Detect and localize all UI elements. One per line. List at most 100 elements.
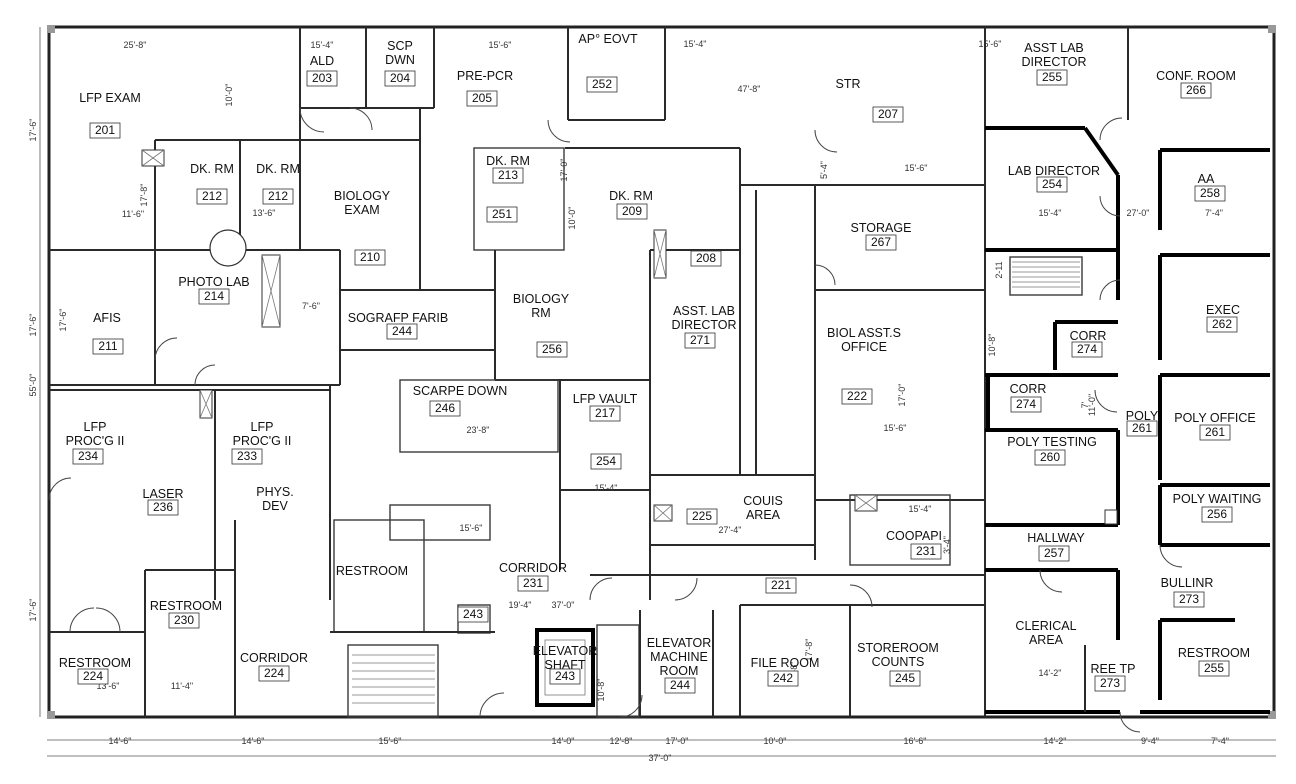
room-name: BIOLOGY [513, 292, 570, 306]
room-number-box [765, 577, 797, 594]
room-number-box [1071, 341, 1103, 358]
room-name: EXEC [1206, 303, 1240, 317]
room-number: 217 [595, 406, 615, 420]
room-name: LFP EXAM [79, 91, 141, 105]
dimension-label: 15'-6" [379, 736, 402, 746]
room-name: OFFICE [841, 340, 887, 354]
room-number-box [616, 203, 648, 220]
room-number: 230 [174, 613, 194, 627]
room-number-box [196, 188, 228, 205]
room-name: HALLWAY [1027, 531, 1085, 545]
room-name: PROC'G II [66, 434, 125, 448]
room-number-box [466, 90, 498, 107]
dimension-label: 15'-4" [311, 40, 334, 50]
dimension-label: 15'-6" [489, 40, 512, 50]
overall-dimension: 37'-0" [649, 753, 672, 763]
right-wing-walls [984, 27, 1270, 717]
room-name: ELEVATOR [647, 636, 712, 650]
room-name: BULLINR [1161, 576, 1214, 590]
room-number-box [872, 106, 904, 123]
corner-marks [47, 25, 1276, 719]
room-name: COUNTS [872, 655, 925, 669]
dimension-label: 15'-4" [909, 504, 932, 514]
room-name: CORRIDOR [240, 651, 308, 665]
room-number: 258 [1200, 186, 1220, 200]
room-name: LFP [84, 420, 107, 434]
dimension-label: 2-11 [994, 261, 1004, 278]
room-208: 208 [690, 250, 722, 267]
room-name: RESTROOM [1178, 646, 1250, 660]
dimension-label: 13'-6" [97, 681, 120, 691]
dimension-label: 19'-4" [509, 600, 532, 610]
dimension-label: 3'-4" [942, 536, 952, 554]
dimension-label: 17'-8" [139, 184, 149, 207]
room-name: BIOLOGY [334, 189, 391, 203]
room-number-box [354, 249, 386, 266]
room-name: CORRIDOR [499, 561, 567, 575]
room-number: 231 [916, 544, 936, 558]
room-name: POLY WAITING [1173, 492, 1262, 506]
dimension-label: 17'-0" [897, 384, 907, 407]
room-number: 233 [237, 449, 257, 463]
dimension-label: 11'-4" [171, 681, 193, 691]
dimension-label: 13'-6" [253, 208, 276, 218]
room-name: DK. RM [256, 162, 300, 176]
room-243: 243 [457, 606, 489, 623]
dimension-label: 15'-4" [595, 483, 618, 493]
room-number-box [77, 668, 109, 685]
room-number-box [536, 341, 568, 358]
room-name: RESTROOM [336, 564, 408, 578]
dimension-label: 47'-8" [738, 84, 761, 94]
room-number: 204 [390, 71, 410, 85]
room-number-box [384, 70, 416, 87]
room-number-box [1201, 506, 1233, 523]
room-number: 262 [1212, 317, 1232, 331]
dimension-label: 10'-0" [764, 736, 787, 746]
room-221: 221 [765, 577, 797, 594]
room-number-box [889, 670, 921, 687]
dimension-label: 27'-4" [719, 525, 742, 535]
room-number: 212 [268, 189, 288, 203]
room-number: 205 [472, 91, 492, 105]
room-number: 256 [1207, 507, 1227, 521]
room-name: ASST. LAB [673, 304, 735, 318]
room-number-box [1010, 396, 1042, 413]
room-number: 274 [1016, 397, 1036, 411]
room-name: POLY OFFICE [1174, 411, 1256, 425]
dimension-label: 15'-4" [1039, 208, 1062, 218]
dimension-label: 17'-0" [559, 159, 569, 182]
room-number: 236 [153, 500, 173, 514]
dimension-label: 23'-8" [467, 425, 490, 435]
room-number: 244 [670, 678, 690, 692]
room-name: SCP [387, 39, 413, 53]
room-name: LAB DIRECTOR [1008, 164, 1100, 178]
door-swings [48, 107, 1183, 733]
dimension-label: 7'-4" [1211, 736, 1229, 746]
dimension-label: 15'-4" [684, 39, 707, 49]
room-name: EXAM [344, 203, 379, 217]
dimension-label: 55'-0" [28, 374, 38, 397]
room-number-box [1036, 176, 1068, 193]
room-r_physdev: PHYS.DEV [256, 485, 294, 513]
room-name: COUIS [743, 494, 783, 508]
room-number-box [1198, 660, 1230, 677]
room-name: STORAGE [851, 221, 912, 235]
room-number-box [486, 206, 518, 223]
room-name: PRE-PCR [457, 69, 513, 83]
